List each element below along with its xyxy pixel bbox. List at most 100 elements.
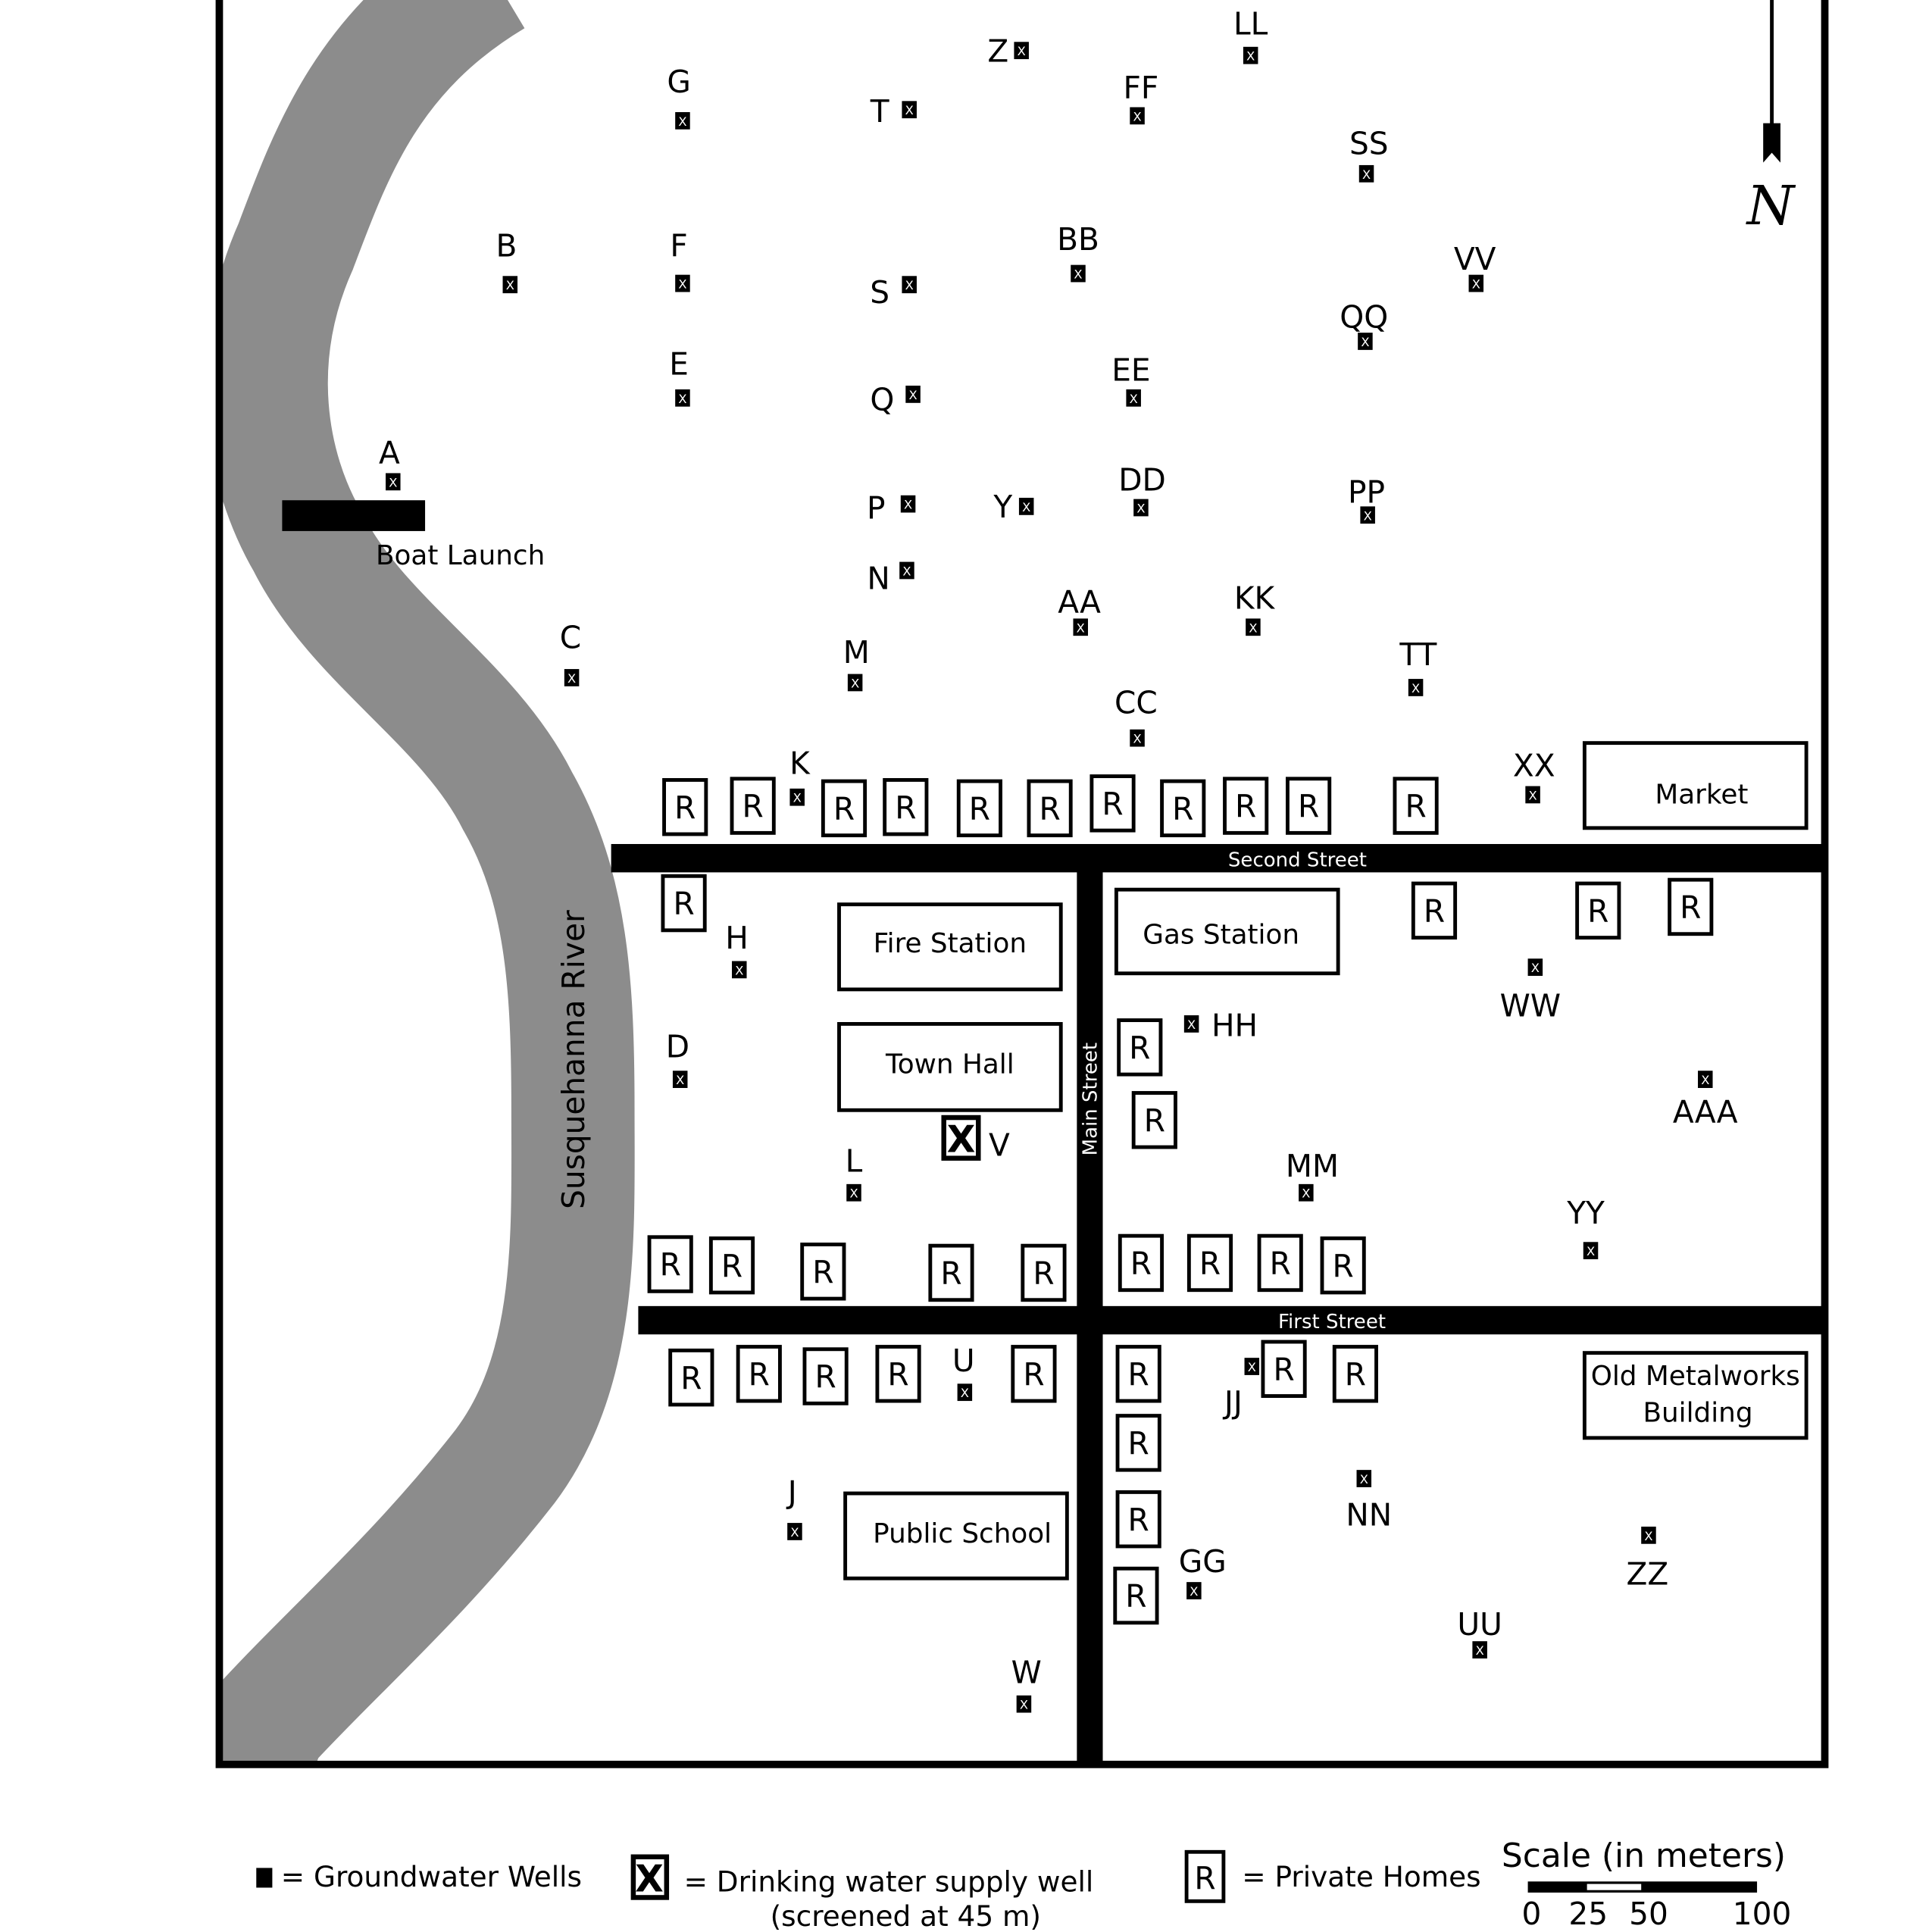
well-ll: XLL	[1233, 6, 1268, 64]
well-glyph: X	[1133, 732, 1141, 746]
well-label: S	[870, 274, 889, 311]
well-label: H	[725, 920, 749, 956]
well-glyph: X	[678, 277, 686, 292]
well-glyph: X	[735, 963, 743, 977]
well-glyph: X	[1364, 508, 1372, 523]
well-t: XT	[870, 93, 917, 130]
river-label: Susquehanna River	[555, 910, 592, 1209]
private-home: R	[1411, 881, 1458, 940]
home-label: R	[812, 1254, 833, 1290]
public-school: Public School	[843, 1491, 1069, 1580]
private-home: R	[928, 1243, 974, 1302]
private-home: R	[1286, 777, 1332, 835]
well-icon	[1126, 389, 1141, 407]
home-label: R	[1298, 788, 1319, 824]
home-label: R	[1424, 893, 1445, 929]
home-label: R	[660, 1246, 681, 1283]
well-gg: XGG	[1179, 1543, 1227, 1599]
well-glyph: X	[1361, 335, 1369, 349]
well-bb: XBB	[1057, 221, 1099, 283]
well-glyph: X	[1136, 502, 1145, 516]
home-label: R	[721, 1248, 742, 1284]
first-street-label: First Street	[1278, 1311, 1386, 1333]
well-label: LL	[1233, 6, 1268, 42]
well-icon	[1641, 1526, 1656, 1544]
well-pp: XPP	[1348, 474, 1385, 524]
home-label: R	[814, 1358, 836, 1395]
public-school-label: Public School	[873, 1518, 1052, 1549]
well-icon	[1016, 1695, 1032, 1713]
well-label: CC	[1114, 685, 1158, 721]
market: Market	[1582, 741, 1809, 830]
home-label: R	[833, 790, 855, 827]
well-tt: XTT	[1399, 636, 1436, 696]
private-home: R	[875, 1345, 921, 1403]
well-label: DD	[1118, 461, 1166, 498]
well-k: XK	[789, 745, 811, 806]
well-w: XW	[1011, 1654, 1042, 1713]
well-glyph: X	[1074, 267, 1082, 282]
well-label: NN	[1346, 1496, 1392, 1533]
home-label: R	[1273, 1351, 1294, 1387]
well-icon	[902, 276, 917, 294]
scale-tick: 50	[1629, 1896, 1668, 1932]
well-label: SS	[1349, 125, 1389, 161]
well-label: MM	[1286, 1148, 1339, 1184]
well-label: AAA	[1673, 1094, 1738, 1130]
well-glyph: X	[1249, 621, 1257, 635]
well-label: C	[560, 619, 581, 655]
well-icon	[1360, 506, 1375, 524]
well-label: M	[843, 634, 870, 671]
well-glyph: X	[1302, 1186, 1310, 1201]
well-yy: XYY	[1566, 1195, 1605, 1260]
well-icon	[502, 276, 518, 294]
well-ee: XEE	[1111, 352, 1151, 407]
legend-drinking-note: (screened at 45 m)	[771, 1899, 1041, 1932]
private-home: R	[730, 777, 776, 835]
private-home: R	[802, 1347, 849, 1405]
boat-launch	[282, 500, 426, 531]
private-home: R	[1186, 1233, 1233, 1293]
home-label: R	[1130, 1246, 1152, 1282]
well-label: U	[952, 1343, 975, 1379]
home-label: R	[969, 790, 990, 827]
well-label: Y	[993, 489, 1012, 525]
well-glyph: X	[1362, 167, 1371, 182]
well-icon	[957, 1383, 973, 1402]
well-label: XX	[1513, 748, 1555, 784]
well-glyph: X	[904, 498, 912, 512]
well-icon	[732, 961, 747, 979]
well-label: KK	[1234, 580, 1276, 616]
fire-station: Fire Station	[837, 902, 1063, 992]
well-icon	[1358, 333, 1373, 350]
private-home: R	[1320, 1236, 1366, 1295]
home-label: R	[1129, 1030, 1150, 1066]
well-label: Q	[870, 382, 894, 418]
home-label: R	[1125, 1578, 1146, 1615]
well-icon	[1525, 786, 1540, 804]
gas-station: Gas Station	[1114, 887, 1340, 976]
well-icon	[672, 1071, 688, 1089]
well-label: PP	[1348, 474, 1385, 511]
well-label: WW	[1500, 988, 1561, 1024]
well-glyph: X	[678, 114, 686, 129]
private-home: R	[661, 874, 707, 933]
well-label: P	[867, 490, 886, 527]
well-glyph: X	[902, 564, 911, 578]
susquehanna-river	[223, 0, 635, 1761]
home-label: R	[1128, 1425, 1149, 1462]
well-icon	[675, 274, 690, 292]
well-glyph: X	[678, 392, 686, 406]
private-home: R	[736, 1345, 782, 1403]
well-glyph: X	[1133, 109, 1141, 123]
scale-tick: 0	[1522, 1896, 1542, 1932]
well-label: L	[846, 1143, 863, 1180]
well-dd: X DD	[1118, 461, 1166, 517]
well-label: F	[670, 227, 687, 264]
well-icon	[675, 111, 690, 130]
home-legend-glyph: R	[1194, 1860, 1215, 1896]
second-street-label: Second Street	[1228, 849, 1367, 871]
river	[223, 0, 635, 1761]
